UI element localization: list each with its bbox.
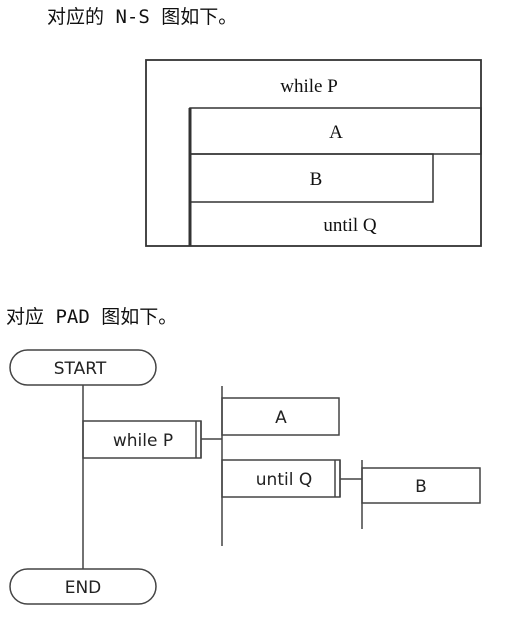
pad-while-label: while P bbox=[113, 431, 173, 451]
pad-until-label: until Q bbox=[256, 470, 312, 490]
pad-diagram-caption: 对应 PAD 图如下。 bbox=[6, 306, 178, 328]
ns-while-label: while P bbox=[280, 76, 338, 97]
ns-block-b-label: B bbox=[310, 169, 323, 190]
ns-diagram bbox=[145, 59, 482, 247]
pad-diagram bbox=[9, 349, 481, 605]
pad-box-b-label: B bbox=[415, 477, 427, 497]
ns-until-label: until Q bbox=[323, 215, 377, 236]
pad-box-a bbox=[221, 397, 340, 436]
ns-diagram-caption: 对应的 N-S 图如下。 bbox=[47, 6, 238, 28]
pad-end-label: END bbox=[65, 578, 102, 598]
pad-box-a-label: A bbox=[275, 408, 287, 428]
ns-block-a-label: A bbox=[329, 122, 343, 143]
pad-box-b bbox=[361, 467, 481, 504]
pad-start-label: START bbox=[54, 359, 107, 379]
ns-block-b bbox=[189, 153, 434, 203]
